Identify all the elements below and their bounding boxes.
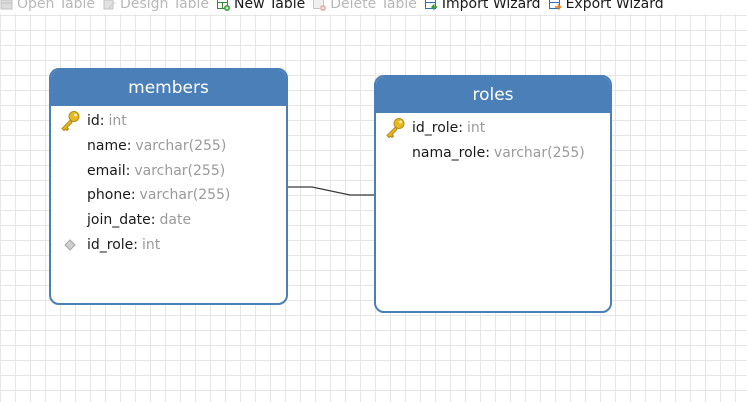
members-field-list: id:int name:varchar(255) email:varchar(2… — [51, 106, 286, 257]
field-name: name — [87, 138, 127, 155]
field-name: phone — [87, 187, 131, 204]
members-table-title: members — [51, 70, 286, 106]
field-type: int — [108, 113, 127, 130]
members-table[interactable]: members id:int name:varchar(255) email:v… — [49, 68, 288, 305]
delete-table-button[interactable]: Delete Table — [313, 0, 417, 12]
export-wizard-label: Export Wizard — [565, 0, 664, 12]
import-wizard-button[interactable]: Import Wizard — [424, 0, 541, 12]
open-table-label: Open Table — [17, 0, 96, 12]
roles-field-list: id_role:int nama_role:varchar(255) — [376, 113, 610, 165]
foreign-key-diamond-icon — [59, 234, 81, 256]
roles-field-id-role[interactable]: id_role:int — [376, 116, 610, 141]
field-marker-empty — [384, 142, 406, 164]
field-separator: : — [458, 120, 464, 137]
export-wizard-button[interactable]: Export Wizard — [548, 0, 664, 12]
field-type: varchar(255) — [134, 162, 226, 179]
field-type: int — [467, 120, 486, 137]
primary-key-icon — [384, 117, 406, 139]
field-type: varchar(255) — [139, 187, 231, 204]
field-separator: : — [485, 145, 490, 162]
field-marker-empty — [59, 209, 81, 231]
members-field-join-date[interactable]: join_date:date — [51, 208, 286, 233]
field-type: varchar(255) — [493, 145, 585, 162]
field-separator: : — [126, 138, 132, 155]
field-marker-empty — [59, 184, 81, 206]
field-type: date — [159, 212, 192, 229]
members-field-phone[interactable]: phone:varchar(255) — [51, 183, 286, 208]
members-field-id-role[interactable]: id_role:int — [51, 232, 286, 257]
open-table-button[interactable]: Open Table — [0, 0, 95, 12]
field-separator: : — [150, 212, 156, 229]
primary-key-icon — [59, 110, 81, 132]
roles-table-title: roles — [376, 77, 610, 113]
delete-table-icon — [313, 0, 327, 11]
roles-table[interactable]: roles id_role:int nama_role:varchar(255) — [374, 75, 612, 313]
field-marker-empty — [59, 135, 81, 157]
field-marker-empty — [59, 160, 81, 182]
field-separator: : — [125, 162, 131, 179]
members-field-email[interactable]: email:varchar(255) — [51, 158, 286, 183]
design-table-icon — [103, 0, 116, 11]
field-type: int — [142, 236, 161, 253]
field-name: id_role — [412, 120, 459, 137]
field-name: join_date — [87, 212, 151, 229]
members-field-name[interactable]: name:varchar(255) — [51, 134, 286, 159]
field-name: email — [87, 162, 126, 179]
field-name: nama_role — [412, 145, 486, 162]
field-type: varchar(255) — [135, 138, 227, 155]
field-name: id_role — [87, 236, 134, 253]
new-table-button[interactable]: New Table — [217, 0, 305, 12]
design-table-label: Design Table — [120, 0, 210, 12]
import-wizard-label: Import Wizard — [441, 0, 541, 12]
toolbar: Open Table Design Table New Table Delete… — [0, 0, 747, 14]
design-table-button[interactable]: Design Table — [103, 0, 209, 12]
roles-field-nama-role[interactable]: nama_role:varchar(255) — [376, 141, 610, 166]
field-separator: : — [99, 113, 105, 130]
field-name: id — [87, 113, 100, 130]
members-field-id[interactable]: id:int — [51, 109, 286, 134]
delete-table-label: Delete Table — [330, 0, 417, 12]
new-table-icon — [217, 0, 231, 11]
open-table-icon — [0, 0, 13, 11]
export-wizard-icon — [548, 0, 562, 11]
new-table-label: New Table — [234, 0, 306, 12]
import-wizard-icon — [424, 0, 438, 11]
field-separator: : — [130, 187, 136, 204]
field-separator: : — [133, 236, 139, 253]
